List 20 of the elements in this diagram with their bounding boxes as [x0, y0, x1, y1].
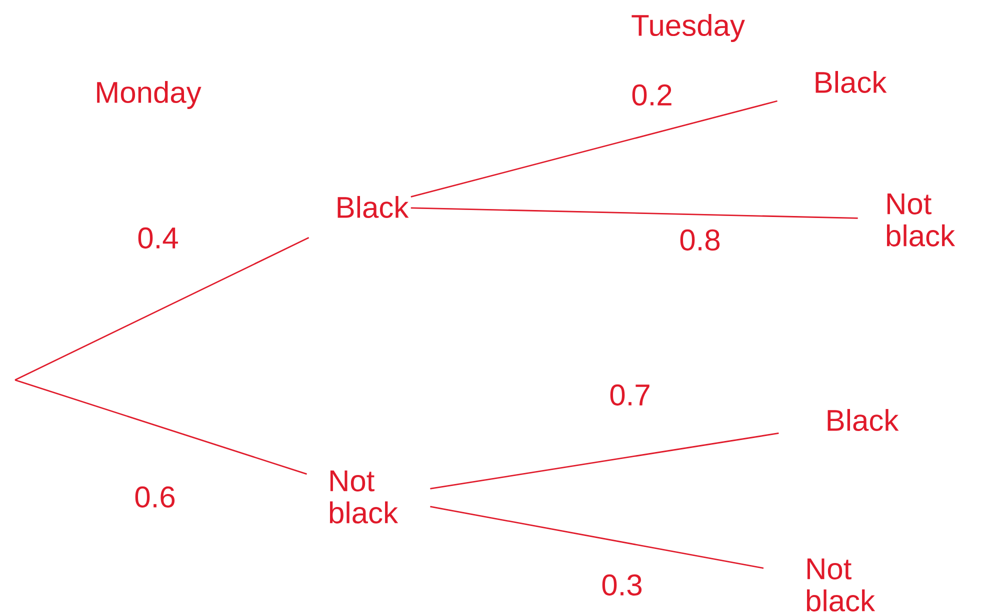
branch-line [430, 432, 779, 490]
branch-line [410, 100, 778, 198]
branch-line [14, 237, 310, 381]
outcome-label: Black [338, 196, 409, 218]
outcome-label: Not black [806, 558, 876, 612]
probability-label: 0.4 [136, 226, 180, 250]
outcome-label: Not black [886, 194, 956, 246]
outcome-label: Black [816, 70, 887, 94]
probability-label: 0.6 [133, 485, 177, 509]
outcome-label: Black [828, 408, 899, 432]
day-heading: Monday [97, 81, 202, 109]
branch-line [430, 506, 764, 569]
outcome-label: Not black [330, 470, 398, 524]
probability-label: 0.8 [678, 228, 722, 252]
probability-label: 0.2 [630, 83, 674, 107]
probability-label: 0.3 [600, 573, 644, 597]
day-heading: Tuesday [632, 14, 745, 42]
branch-line [410, 207, 858, 219]
branch-line [14, 379, 307, 475]
probability-label: 0.7 [608, 383, 652, 407]
